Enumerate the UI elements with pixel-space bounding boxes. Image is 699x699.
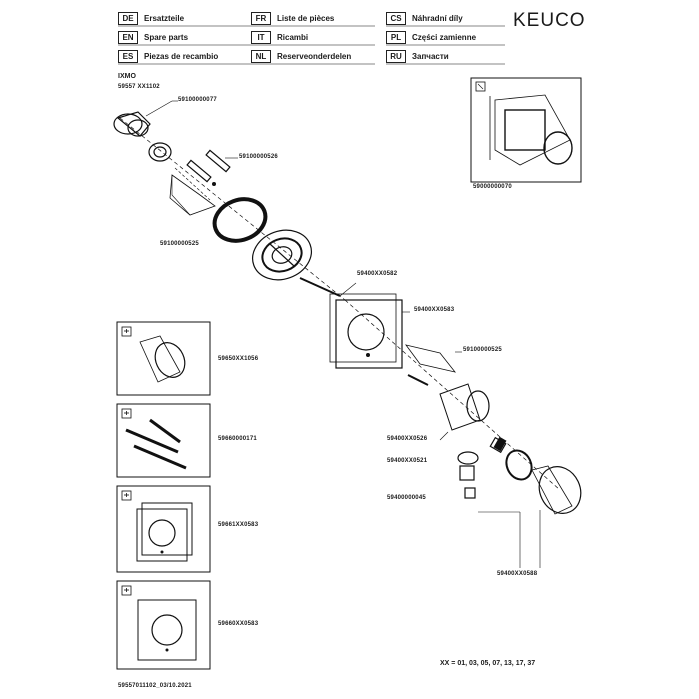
lang-label: Spare parts: [144, 33, 189, 42]
part-number-small-part: 59400000045: [387, 495, 426, 501]
part-number-cartridge: 59100000077: [178, 97, 217, 103]
flange-drawing: [252, 229, 312, 281]
part-number-oring-set: 59100000525: [160, 241, 199, 247]
housing-box-drawing: [489, 94, 573, 166]
brand-logo: KEUCO: [513, 10, 586, 31]
part-number-flange-screw: 59400XX0582: [357, 271, 398, 277]
lang-label: Części zamienne: [412, 33, 477, 42]
kit-knob-drawing: [139, 335, 186, 383]
sleeve-drawing: [439, 383, 490, 431]
knob-drawing: [531, 465, 582, 515]
lang-label: Запчасти: [412, 52, 449, 61]
lang-code: CS: [386, 12, 406, 25]
lang-row-it: IT Ricambi: [251, 31, 308, 44]
lang-row-cs: CS Náhradní díly: [386, 12, 463, 25]
screw-pair-drawing: [174, 149, 231, 201]
lang-label: Piezas de recambio: [144, 52, 219, 61]
lang-label: Liste de pièces: [277, 14, 335, 23]
lang-label: Ersatzteile: [144, 14, 185, 23]
part-number-adapter: 59400XX0521: [387, 458, 428, 464]
rosette-center-drawing: [329, 293, 403, 369]
part-number-sleeve: 59400XX0526: [387, 436, 428, 442]
lang-code: DE: [118, 12, 138, 25]
lang-code: IT: [251, 31, 271, 44]
part-number-knob-set: 59400XX0588: [497, 571, 538, 577]
lang-row-en: EN Spare parts: [118, 31, 188, 44]
lang-row-pl: PL Części zamienne: [386, 31, 476, 44]
lang-row-fr: FR Liste de pièces: [251, 12, 334, 25]
part-number-screws-top: 59100000526: [239, 154, 278, 160]
lang-row-de: DE Ersatzteile: [118, 12, 184, 25]
kit-number-rosette-b: 59660XX0583: [218, 621, 259, 627]
lang-code: EN: [118, 31, 138, 44]
lang-label: Ricambi: [277, 33, 309, 42]
kit-number-screws: 59660000171: [218, 436, 257, 442]
lang-label: Náhradní díly: [412, 14, 463, 23]
product-article: 59557 XX1102: [118, 84, 160, 90]
lang-label: Reserveonderdelen: [277, 52, 352, 61]
product-name: IXMO: [118, 73, 136, 80]
lang-row-es: ES Piezas de recambio: [118, 50, 218, 63]
part-number-rosette: 59400XX0583: [414, 307, 455, 313]
kit-number-knob: 59650XX1056: [218, 356, 259, 362]
lang-row-ru: RU Запчасти: [386, 50, 449, 63]
lang-code: RU: [386, 50, 406, 63]
cartridge-drawing: [113, 111, 151, 137]
nut-drawing: [148, 142, 172, 162]
lang-code: NL: [251, 50, 271, 63]
kit-screws-drawing: [125, 418, 187, 470]
lang-row-nl: NL Reserveonderdelen: [251, 50, 351, 63]
color-codes-note: XX = 01, 03, 05, 07, 13, 17, 37: [440, 660, 536, 667]
part-number-housing-box: 59000000070: [473, 184, 512, 190]
lang-code: FR: [251, 12, 271, 25]
lang-code: PL: [386, 31, 406, 44]
kit-number-rosette-a: 59661XX0583: [218, 522, 259, 528]
kit-rosette-a-drawing: [136, 502, 193, 562]
document-number: 59557011102_03/10.2021: [118, 683, 192, 689]
kit-rosette-b-drawing: [137, 599, 197, 661]
part-number-screw-right: 59100000525: [463, 347, 502, 353]
lang-code: ES: [118, 50, 138, 63]
